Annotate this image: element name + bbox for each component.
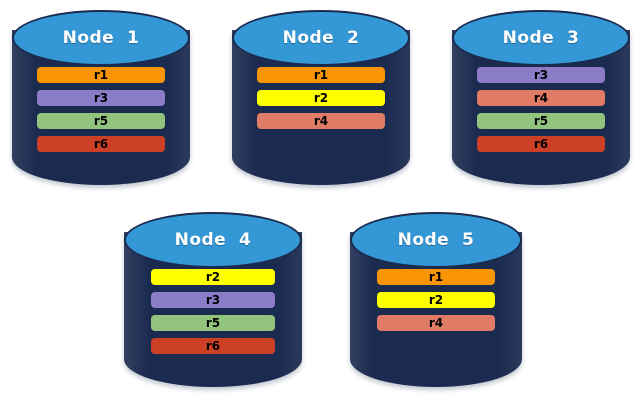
node-title: Node 2 <box>282 28 360 48</box>
replica-bar[interactable]: r6 <box>477 136 605 152</box>
node-2[interactable]: Node 2 r1 r2 r4 <box>232 10 410 185</box>
replica-bar[interactable]: r1 <box>257 67 385 83</box>
replica-bar[interactable]: r2 <box>377 292 495 308</box>
replica-bar[interactable]: r3 <box>151 292 275 308</box>
cylinder-top-ellipse <box>124 212 302 268</box>
replica-list: r3 r4 r5 r6 <box>452 67 630 152</box>
replica-bar[interactable]: r4 <box>377 315 495 331</box>
node-1[interactable]: Node 1 r1 r3 r5 r6 <box>12 10 190 185</box>
cylinder-top-ellipse <box>12 10 190 66</box>
replica-list: r1 r2 r4 <box>232 67 410 129</box>
node-title: Node 3 <box>502 28 580 48</box>
node-3[interactable]: Node 3 r3 r4 r5 r6 <box>452 10 630 185</box>
replica-bar[interactable]: r4 <box>477 90 605 106</box>
replica-bar[interactable]: r3 <box>477 67 605 83</box>
replica-bar[interactable]: r2 <box>151 269 275 285</box>
cylinder-top-ellipse <box>232 10 410 66</box>
node-title: Node 1 <box>62 28 140 48</box>
replica-bar[interactable]: r1 <box>37 67 165 83</box>
replica-bar[interactable]: r5 <box>37 113 165 129</box>
replica-bar[interactable]: r6 <box>151 338 275 354</box>
replica-bar[interactable]: r4 <box>257 113 385 129</box>
cylinder-top-ellipse <box>452 10 630 66</box>
replica-list: r2 r3 r5 r6 <box>124 269 302 354</box>
replica-bar[interactable]: r5 <box>151 315 275 331</box>
node-5[interactable]: Node 5 r1 r2 r4 <box>350 212 522 387</box>
replica-bar[interactable]: r1 <box>377 269 495 285</box>
cylinder-top-ellipse <box>350 212 522 268</box>
replica-bar[interactable]: r2 <box>257 90 385 106</box>
replica-list: r1 r2 r4 <box>350 269 522 331</box>
node-4[interactable]: Node 4 r2 r3 r5 r6 <box>124 212 302 387</box>
node-title: Node 4 <box>174 230 252 250</box>
replica-list: r1 r3 r5 r6 <box>12 67 190 152</box>
node-title: Node 5 <box>397 230 475 250</box>
replica-bar[interactable]: r6 <box>37 136 165 152</box>
replica-bar[interactable]: r3 <box>37 90 165 106</box>
replica-bar[interactable]: r5 <box>477 113 605 129</box>
